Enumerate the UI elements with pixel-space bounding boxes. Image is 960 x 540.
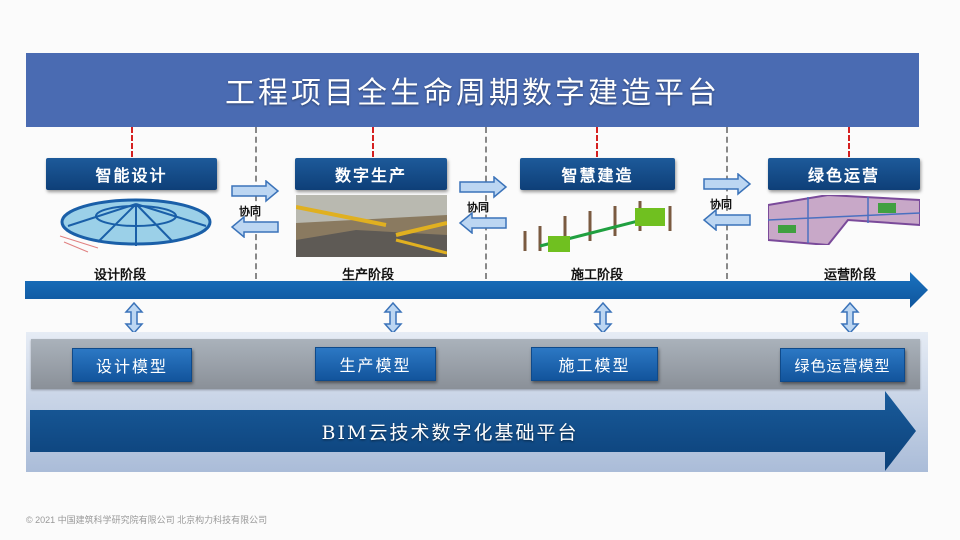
model-production: 生产模型 [315,347,436,381]
model-design: 设计模型 [72,348,192,382]
building-operation-image [768,195,920,245]
footer-copyright: © 2021 中国建筑科学研究院有限公司 北京构力科技有限公司 [26,515,268,525]
collaboration-label: 协同 [239,205,261,218]
phase-divider [255,127,257,279]
stage-heading-operation: 绿色运营 [768,158,920,190]
connector-line [596,127,598,157]
double-arrow-icon [383,302,403,334]
factory-production-image [296,195,447,257]
double-arrow-icon [840,302,860,334]
collaboration-arrows [702,173,752,231]
platform-arrow [30,391,916,471]
connector-line [848,127,850,157]
collaboration-arrows [458,176,508,234]
model-operation: 绿色运营模型 [780,348,905,382]
connector-line [372,127,374,157]
phase-label-production: 生产阶段 [341,268,394,283]
collaboration-label: 协同 [467,201,489,214]
dome-structure-image [59,198,212,253]
phase-label-operation: 运营阶段 [823,268,876,283]
model-construction: 施工模型 [531,347,658,381]
collaboration-label: 协同 [710,198,732,211]
phase-label-construction: 施工阶段 [570,268,623,283]
stage-heading-design: 智能设计 [46,158,217,190]
collaboration-arrows [230,180,280,238]
stage-heading-construction: 智慧建造 [520,158,675,190]
phase-divider [485,127,487,279]
double-arrow-icon [124,302,144,334]
timeline-arrow [25,272,928,308]
phase-divider [726,127,728,279]
phase-label-design: 设计阶段 [93,268,146,283]
stage-heading-production: 数字生产 [295,158,447,190]
platform-label: BIM云技术数字化基础平台 [321,421,579,444]
connector-line [131,127,133,157]
mep-construction-image [523,201,672,252]
double-arrow-icon [593,302,613,334]
page-title: 工程项目全生命周期数字建造平台 [26,53,919,127]
